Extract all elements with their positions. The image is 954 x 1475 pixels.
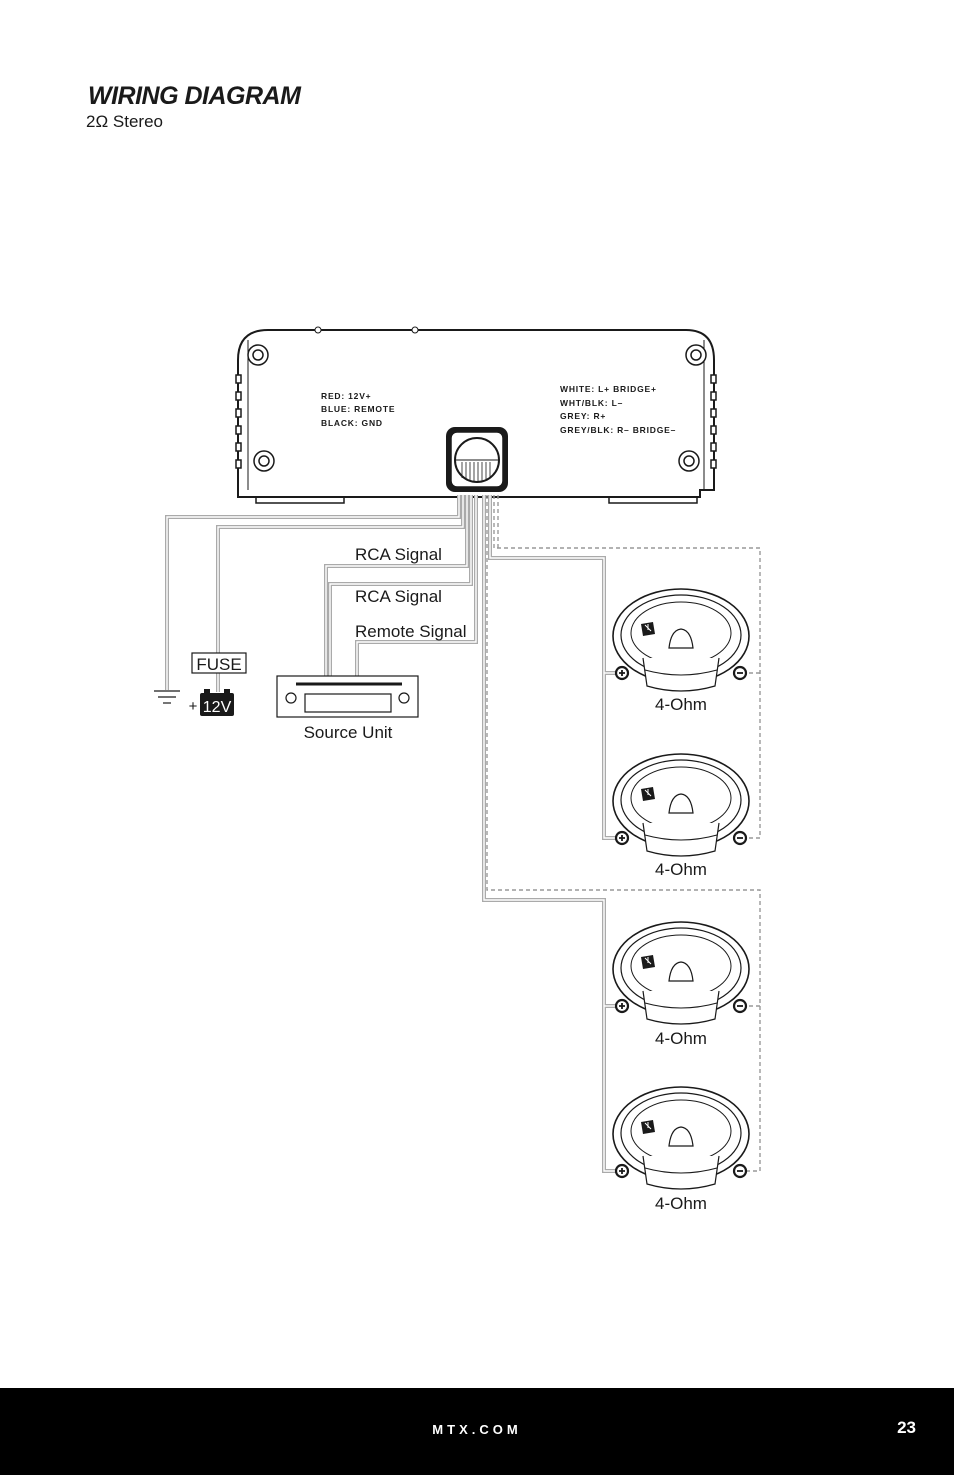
source-unit-label: Source Unit bbox=[304, 723, 393, 742]
power-wire-label: BLUE: REMOTE bbox=[321, 404, 395, 414]
speaker-wire-label: WHITE: L+ BRIDGE+ bbox=[560, 384, 657, 394]
battery-plus: + bbox=[189, 698, 198, 715]
negative-terminal-icon bbox=[732, 830, 748, 846]
source-unit: Source Unit bbox=[276, 675, 419, 742]
rca-signal-label: RCA Signal bbox=[355, 587, 442, 606]
positive-terminal-icon bbox=[614, 998, 630, 1014]
speaker-wire-label: GREY/BLK: R– BRIDGE– bbox=[560, 425, 676, 435]
battery-label: 12V bbox=[203, 699, 232, 716]
footer-bar: MTX.COM 23 bbox=[0, 1388, 954, 1475]
ground-icon bbox=[154, 690, 180, 704]
speaker-wire-label: WHT/BLK: L– bbox=[560, 398, 623, 408]
amplifier: RED: 12V+ BLUE: REMOTE BLACK: GND WHITE:… bbox=[235, 326, 717, 504]
positive-terminal-icon bbox=[614, 1163, 630, 1179]
speaker-2: 4-Ohm bbox=[612, 753, 750, 879]
page-number: 23 bbox=[897, 1418, 916, 1437]
power-wire-label: RED: 12V+ bbox=[321, 391, 371, 401]
fuse: FUSE bbox=[191, 652, 247, 674]
speaker-impedance-label: 4-Ohm bbox=[655, 860, 707, 879]
speaker-4: 4-Ohm bbox=[612, 1086, 750, 1213]
negative-terminal-icon bbox=[732, 1163, 748, 1179]
speaker-1: 4-Ohm bbox=[612, 588, 750, 714]
fuse-label: FUSE bbox=[196, 655, 241, 674]
rca-signal-label: RCA Signal bbox=[355, 545, 442, 564]
speaker-impedance-label: 4-Ohm bbox=[655, 1194, 707, 1213]
remote-signal-label: Remote Signal bbox=[355, 622, 467, 641]
speaker-wire-label: GREY: R+ bbox=[560, 411, 606, 421]
speaker-3: 4-Ohm bbox=[612, 921, 750, 1048]
battery-icon: 12V + bbox=[189, 689, 234, 716]
page-title: WIRING DIAGRAM bbox=[88, 82, 301, 110]
wiring-diagram: RED: 12V+ BLUE: REMOTE BLACK: GND WHITE:… bbox=[154, 326, 761, 1213]
speaker-impedance-label: 4-Ohm bbox=[655, 1029, 707, 1048]
negative-terminal-icon bbox=[732, 998, 748, 1014]
negative-terminal-icon bbox=[732, 665, 748, 681]
page-subtitle: 2Ω Stereo bbox=[86, 112, 163, 131]
power-wire-label: BLACK: GND bbox=[321, 418, 383, 428]
site-link[interactable]: MTX.COM bbox=[432, 1422, 522, 1437]
speaker-impedance-label: 4-Ohm bbox=[655, 695, 707, 714]
positive-terminal-icon bbox=[614, 665, 630, 681]
positive-terminal-icon bbox=[614, 830, 630, 846]
